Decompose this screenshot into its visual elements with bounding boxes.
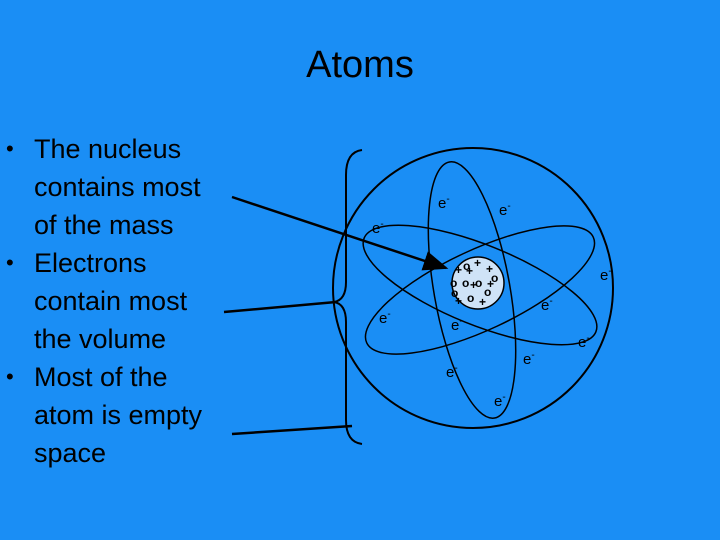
brace bbox=[334, 150, 362, 444]
svg-text:e-: e- bbox=[372, 219, 384, 237]
electron-charge: - bbox=[549, 296, 552, 307]
electron-symbol: e bbox=[600, 267, 608, 284]
electron-charge: - bbox=[507, 201, 510, 212]
electron-charge: - bbox=[608, 266, 611, 277]
neutron: o bbox=[462, 276, 469, 290]
proton: + bbox=[455, 263, 462, 277]
electron: e- bbox=[379, 309, 391, 327]
electron-symbol: e bbox=[499, 202, 507, 219]
electron-charge: - bbox=[459, 316, 462, 327]
arrow-to-nucleus bbox=[232, 197, 446, 268]
neutron: o bbox=[467, 291, 474, 305]
electron-symbol: e bbox=[494, 393, 502, 410]
svg-text:e-: e- bbox=[578, 333, 590, 351]
svg-text:e-: e- bbox=[600, 266, 612, 284]
electron: e- bbox=[446, 363, 458, 381]
electron-charge: - bbox=[454, 363, 457, 374]
electron: e- bbox=[600, 266, 612, 284]
electron: e- bbox=[451, 316, 463, 334]
electron: e- bbox=[494, 392, 506, 410]
svg-text:e-: e- bbox=[451, 316, 463, 334]
proton: + bbox=[455, 294, 462, 308]
neutron: o bbox=[475, 276, 482, 290]
svg-text:e-: e- bbox=[499, 201, 511, 219]
svg-text:e-: e- bbox=[523, 350, 535, 368]
electron: e- bbox=[372, 219, 384, 237]
proton: + bbox=[479, 295, 486, 309]
svg-text:e-: e- bbox=[494, 392, 506, 410]
electron: e- bbox=[523, 350, 535, 368]
arrow-to-brace bbox=[232, 426, 352, 434]
electron-symbol: e bbox=[523, 351, 531, 368]
electron-charge: - bbox=[531, 350, 534, 361]
electron-symbol: e bbox=[541, 297, 549, 314]
svg-text:e-: e- bbox=[438, 194, 450, 212]
electron-symbol: e bbox=[578, 334, 586, 351]
proton: + bbox=[474, 256, 481, 270]
electron-charge: - bbox=[446, 194, 449, 205]
electron: e- bbox=[541, 296, 553, 314]
electron-symbol: e bbox=[451, 317, 459, 334]
electron-charge: - bbox=[380, 219, 383, 230]
svg-text:e-: e- bbox=[446, 363, 458, 381]
arrow-to-brace bbox=[224, 302, 336, 312]
electron-symbol: e bbox=[446, 364, 454, 381]
electron: e- bbox=[499, 201, 511, 219]
electron-symbol: e bbox=[372, 220, 380, 237]
electron-symbol: e bbox=[438, 195, 446, 212]
svg-text:e-: e- bbox=[379, 309, 391, 327]
electron-symbol: e bbox=[379, 310, 387, 327]
svg-text:e-: e- bbox=[541, 296, 553, 314]
electron: e- bbox=[578, 333, 590, 351]
electron-charge: - bbox=[586, 333, 589, 344]
electron: e- bbox=[438, 194, 450, 212]
electron-charge: - bbox=[387, 309, 390, 320]
electron-charge: - bbox=[502, 392, 505, 403]
